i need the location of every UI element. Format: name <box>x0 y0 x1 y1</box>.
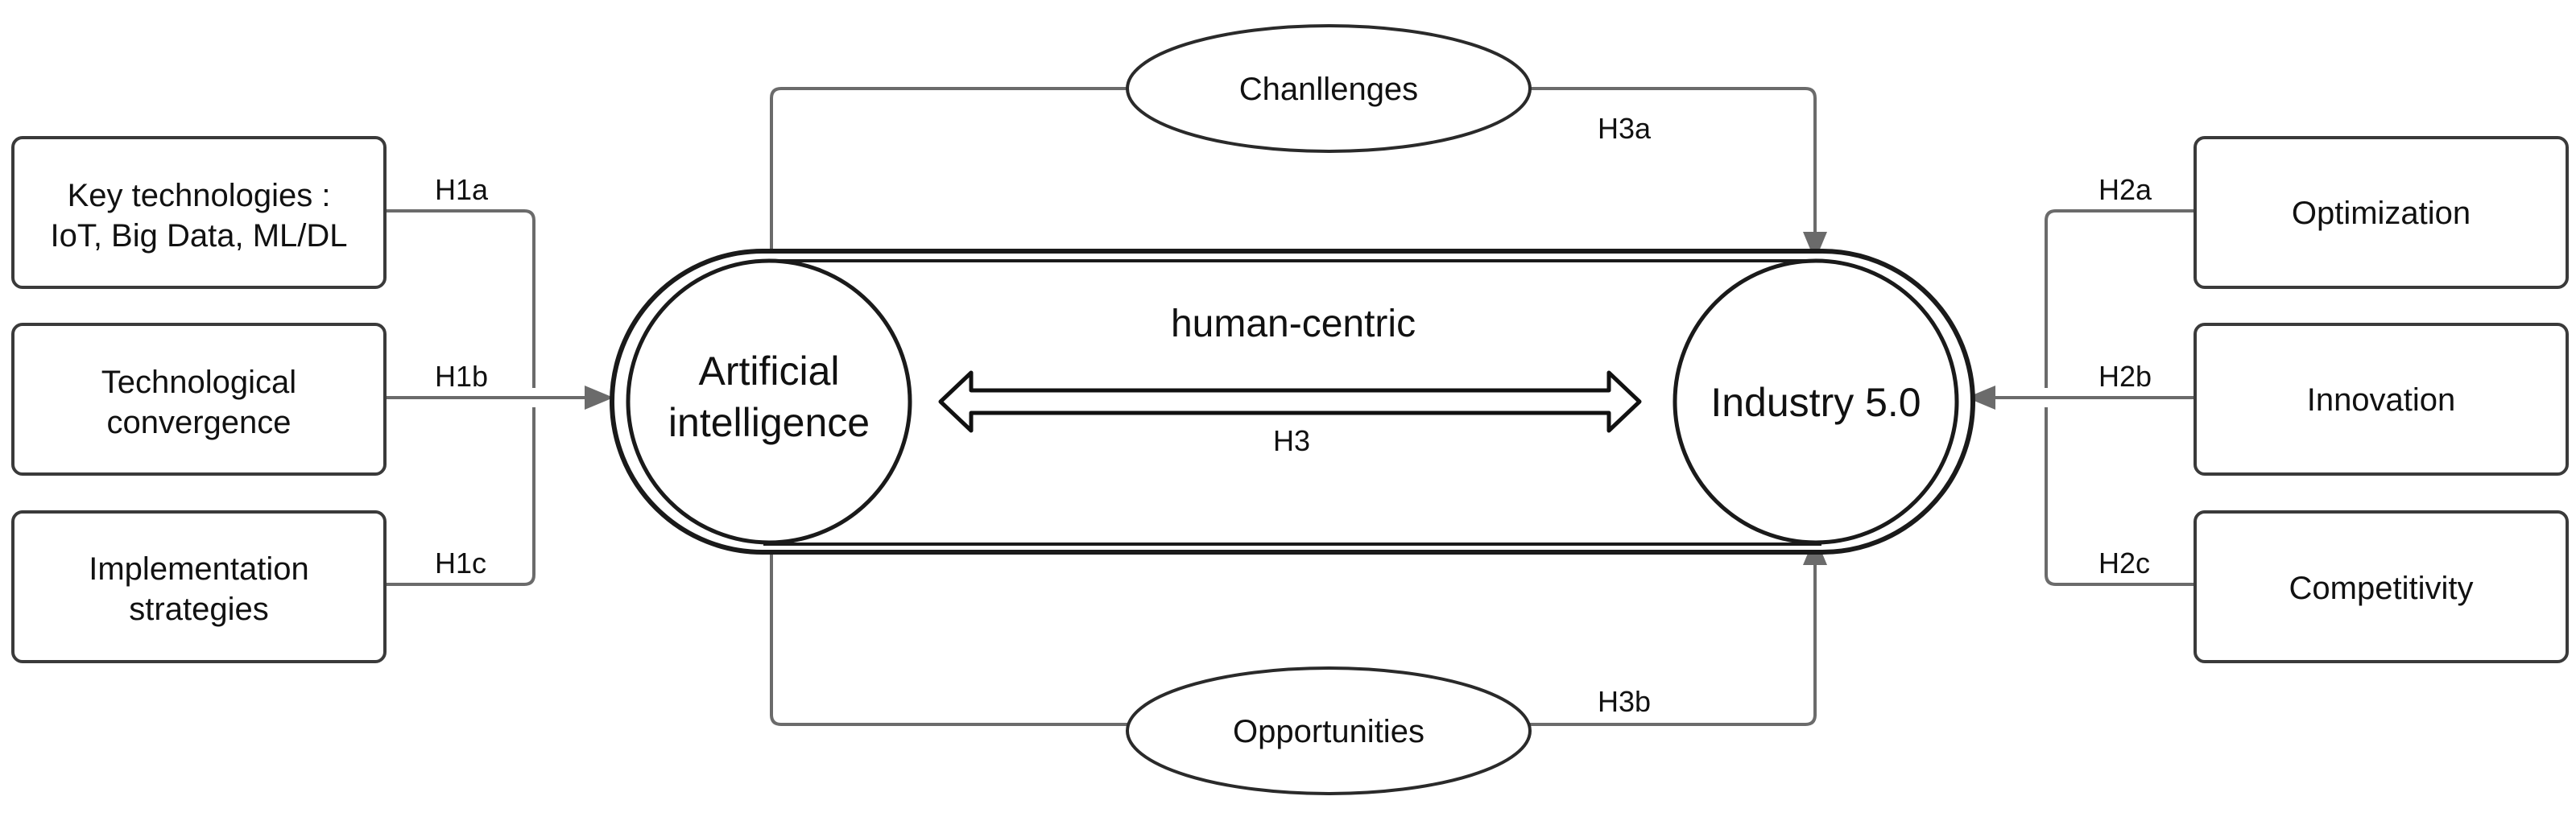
technological-convergence-box <box>11 323 387 476</box>
h3a-connector <box>770 87 1127 266</box>
opportunities-ellipse <box>1126 666 1532 795</box>
h3a-arrowhead <box>1803 232 1827 261</box>
h1a-connector <box>385 209 535 388</box>
edge-label-h1c: H1c <box>435 547 486 580</box>
optimization-label: Optimization <box>2292 196 2471 231</box>
right-boxes: Optimization Innovation Competitivity <box>2194 136 2569 663</box>
h2c-connector <box>2045 407 2195 586</box>
key-technologies-box <box>11 136 387 289</box>
h3b-connector-right <box>1530 563 1817 726</box>
h2-arrowhead <box>1966 386 1995 410</box>
connectors <box>385 87 2195 726</box>
h1-arrowhead <box>585 386 614 410</box>
h1c-connector <box>385 407 535 586</box>
edge-label-h3a: H3a <box>1598 112 1652 145</box>
industry-5-circle <box>1673 258 1959 545</box>
opportunities-label: Opportunities <box>1233 714 1424 749</box>
left-boxes: Key technologies : IoT, Big Data, ML/DL … <box>11 136 387 663</box>
optimization-box <box>2194 136 2569 289</box>
h3a-connector-right <box>1530 87 1817 233</box>
artificial-intelligence-circle <box>626 258 912 545</box>
competitivity-label: Competitivity <box>2289 571 2474 606</box>
human-centric-label: human-centric <box>1171 303 1416 345</box>
implementation-strategies-box <box>11 510 387 663</box>
innovation-box <box>2194 323 2569 476</box>
h3-label: H3 <box>1273 424 1310 457</box>
competitivity-box <box>2194 510 2569 663</box>
edge-label-h2b: H2b <box>2098 360 2152 393</box>
edge-label-h1b: H1b <box>435 360 488 393</box>
technological-convergence-line-1: Technological <box>101 365 296 400</box>
innovation-label: Innovation <box>2307 382 2456 418</box>
implementation-strategies-line-2: strategies <box>129 592 268 627</box>
technological-convergence-line-2: convergence <box>106 405 291 440</box>
key-technologies-line-2: IoT, Big Data, ML/DL <box>50 218 347 254</box>
edge-label-h2a: H2a <box>2098 173 2152 206</box>
h3b-connector <box>770 531 1127 726</box>
ai-label-line-2: intelligence <box>668 400 870 445</box>
challenges-ellipse <box>1126 24 1532 153</box>
edge-label-h2c: H2c <box>2098 547 2150 580</box>
edge-label-h3b: H3b <box>1598 685 1651 718</box>
industry-5-label: Industry 5.0 <box>1710 380 1921 425</box>
edge-label-h1a: H1a <box>435 173 489 206</box>
h2a-connector <box>2045 209 2195 388</box>
h3-double-arrow <box>938 370 1642 433</box>
implementation-strategies-line-1: Implementation <box>89 551 308 587</box>
ai-label-line-1: Artificial <box>698 349 839 394</box>
challenges-label: Chanllenges <box>1239 72 1418 107</box>
key-technologies-line-1: Key technologies : <box>68 178 331 213</box>
